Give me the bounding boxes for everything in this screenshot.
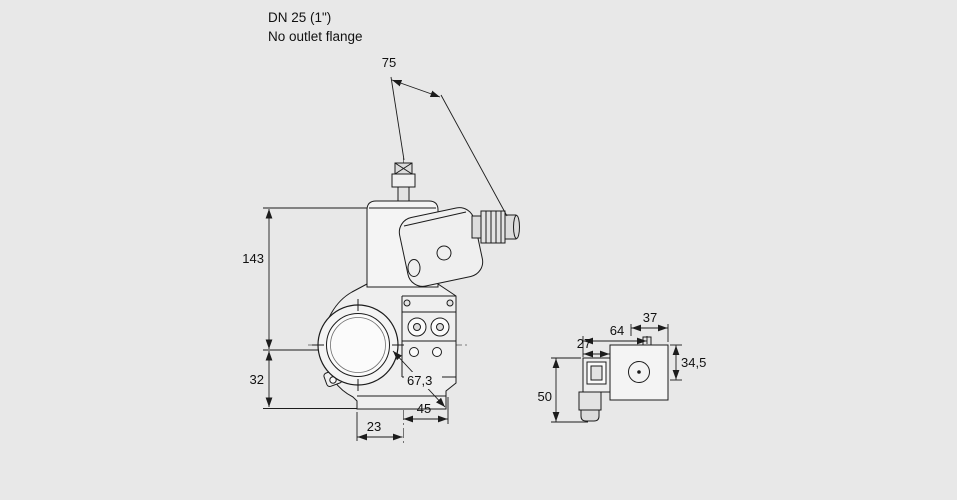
dimension-body-height: 143 xyxy=(242,207,367,351)
side-cable-gland xyxy=(578,391,602,411)
cap-cross-line xyxy=(394,162,413,175)
dimension-label: 75 xyxy=(382,55,396,70)
valve-front-view xyxy=(308,158,520,444)
screw-top-left xyxy=(403,299,411,307)
dimension-diagonal: 67,3 xyxy=(392,350,446,408)
dimension-label-backing xyxy=(404,372,442,389)
valve-side-view xyxy=(578,336,669,422)
dimension-label: 23 xyxy=(367,419,381,434)
dimension-side-total-width: 64 xyxy=(582,323,648,357)
dimension-line xyxy=(391,79,441,98)
flange-thread-circle xyxy=(330,317,386,373)
side-connector-insert xyxy=(590,365,603,381)
flange-bore-circle xyxy=(326,313,390,377)
cap-neck xyxy=(397,186,410,202)
coil-connector xyxy=(471,210,520,244)
dimension-side-total-height: 50 xyxy=(538,357,588,423)
bolt-center-left xyxy=(413,323,421,331)
product-variant-label: No outlet flange xyxy=(268,29,363,44)
port-circle-right xyxy=(432,347,442,357)
dimension-label: 32 xyxy=(250,372,264,387)
product-size-label: DN 25 (1") xyxy=(268,10,332,25)
side-coil-circle xyxy=(628,361,650,383)
dimension-side-connector-width: 27 xyxy=(577,336,610,358)
dimension-label: 37 xyxy=(643,310,657,325)
bolt-center-right xyxy=(436,323,444,331)
flange-centerline-ticks xyxy=(312,299,404,391)
dimension-top-width: 75 xyxy=(382,55,508,217)
extension-line xyxy=(440,94,508,217)
extension-line xyxy=(390,76,405,161)
port-circle-left xyxy=(409,347,419,357)
dimensions-front-view: 75 143 32 23 45 xyxy=(242,55,508,441)
dimension-label: 27 xyxy=(577,336,591,351)
connector-cap-end xyxy=(513,215,520,239)
screw-top-right xyxy=(446,299,454,307)
solenoid-detail-circle xyxy=(436,245,452,261)
side-cable-gland-cap xyxy=(580,409,600,422)
dimension-lower-height: 32 xyxy=(250,351,357,409)
dimension-side-upper-height: 34,5 xyxy=(670,344,706,381)
dimension-label: 34,5 xyxy=(681,355,706,370)
dimension-label: 143 xyxy=(242,251,264,266)
side-coil-center-dot xyxy=(637,370,641,374)
dimensions-side-view: 37 64 27 34,5 50 xyxy=(538,310,706,423)
dimension-side-top-width: 37 xyxy=(630,310,669,342)
dimension-label: 45 xyxy=(417,401,431,416)
connector-ring xyxy=(471,215,482,239)
cap-body xyxy=(391,173,416,188)
solenoid-detail-ellipse xyxy=(407,259,421,277)
dimension-label: 50 xyxy=(538,389,552,404)
dimension-label: 64 xyxy=(610,323,624,338)
dimension-label: 67,3 xyxy=(407,373,432,388)
dimension-bottom-offset: 23 xyxy=(356,412,403,441)
solenoid-top-line xyxy=(403,211,467,227)
